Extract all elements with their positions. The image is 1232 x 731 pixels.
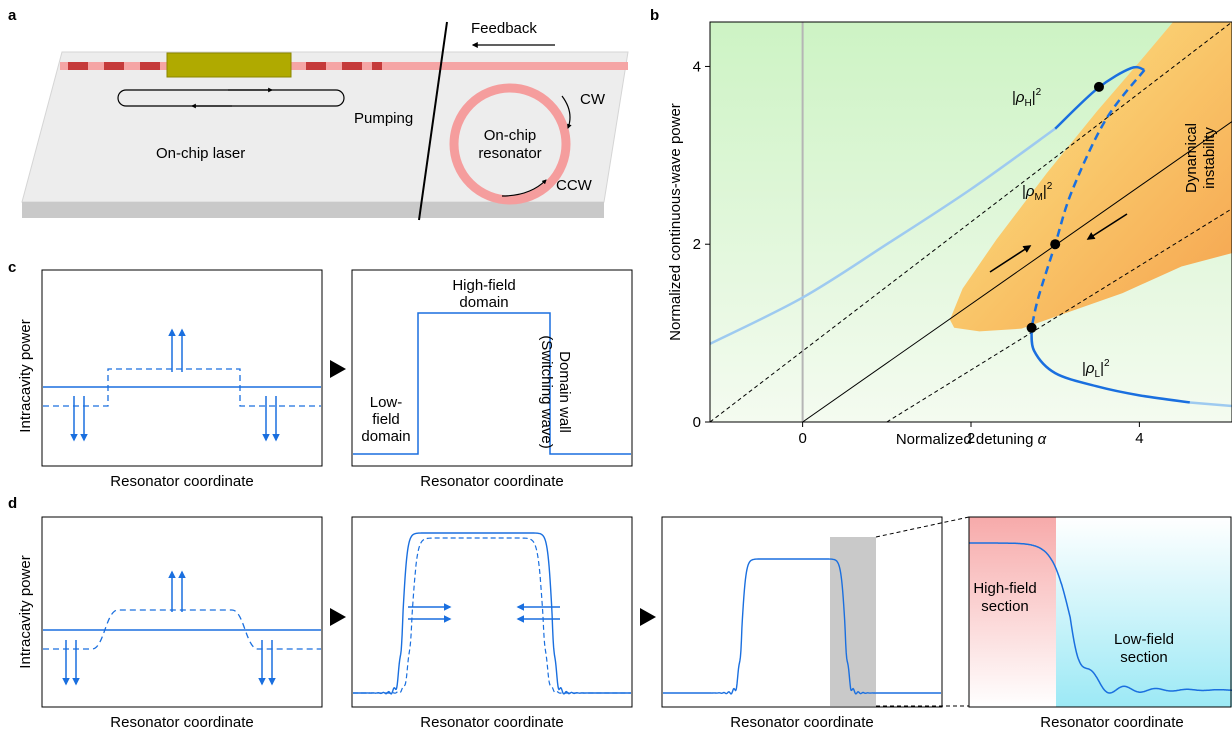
d2-dashed-profile	[353, 537, 631, 694]
d1-perturbation	[43, 609, 321, 650]
ylabel-d: Intracavity power	[17, 555, 34, 668]
d1-arrows	[62, 570, 276, 686]
panel-label-d: d	[8, 495, 17, 512]
xlabel-b: Normalized detuning α	[896, 431, 1047, 448]
xlabel-d3: Resonator coordinate	[730, 714, 873, 731]
point-rho-h	[1093, 81, 1104, 92]
guide-line-dashed-lower	[886, 208, 1232, 422]
flow-arrow-up	[989, 245, 1032, 273]
panel-c: c Intracavity power Resonator coordinate…	[8, 259, 633, 490]
zoom-connector-top	[875, 516, 970, 538]
d2-arrows	[408, 603, 560, 623]
x-tick-label: 0	[798, 430, 806, 447]
axes-frame-c2	[351, 269, 633, 467]
xlabel-d1: Resonator coordinate	[110, 714, 253, 731]
series-rho-h-light	[710, 127, 1056, 345]
svg-text:Domain wall: Domain wall	[556, 351, 573, 433]
series-rho-m	[1030, 69, 1146, 329]
instability-region	[949, 22, 1232, 332]
chip-side-surface	[22, 202, 604, 218]
xlabel-c1: Resonator coordinate	[110, 473, 253, 490]
y-tick-label: 2	[693, 236, 701, 253]
panel-a: a Pumping On-chip laser Feedback On-chip…	[8, 7, 629, 221]
c1-perturbation	[43, 368, 321, 407]
point-rho-m	[1050, 239, 1061, 250]
svg-text:instability: instability	[1201, 127, 1218, 189]
axis-ticks-b: 0 2 4 0 2 4	[693, 58, 1144, 447]
xlabel-d2: Resonator coordinate	[420, 714, 563, 731]
ccw-arrow	[501, 179, 547, 197]
xlabel-d4: Resonator coordinate	[1040, 714, 1183, 731]
chip-top-surface	[21, 51, 629, 203]
arrow-head-d1	[330, 608, 346, 626]
y-tick-label: 0	[693, 414, 701, 431]
on-chip-laser-label: On-chip laser	[156, 145, 245, 162]
d3-zoom-region	[830, 537, 876, 706]
panel-b: b |ρH|2 |ρM|2 |ρL|2 Dynamical instabili	[650, 7, 1232, 448]
gain-section	[166, 52, 292, 78]
axes-frame-d2	[351, 516, 633, 708]
series-rho-l	[1030, 327, 1191, 404]
axes-frame-c1	[41, 269, 323, 467]
arrow-head-d2	[640, 608, 656, 626]
axes-frame-d4	[968, 516, 1232, 708]
ring-resonator	[449, 83, 571, 205]
chip-boundary-line	[418, 21, 448, 221]
series-rho-l-light	[1189, 401, 1232, 408]
instability-label: Dynamical instability	[1183, 123, 1218, 193]
d4-high-section-line2: section	[981, 598, 1029, 615]
d2-solid-profile	[353, 532, 631, 695]
d4-high-section-line1: High-field	[973, 580, 1036, 597]
panel-d: d Intracavity power Resonator coordinate…	[8, 495, 1232, 731]
c2-low-field-line3: domain	[361, 428, 410, 445]
panel-label-a: a	[8, 7, 17, 24]
guide-line-solid	[802, 121, 1232, 422]
c2-domain-profile	[353, 312, 631, 455]
cw-arrow	[561, 95, 572, 129]
axes-frame-d3	[661, 516, 943, 708]
axes-frame-d1	[41, 516, 323, 708]
d4-low-field-region	[1056, 517, 1232, 707]
series-rho-h	[1054, 65, 1145, 130]
guide-line-dashed-upper	[710, 22, 1232, 422]
c2-high-field-line2: domain	[459, 294, 508, 311]
panel-label-b: b	[650, 7, 659, 24]
feedback-label: Feedback	[471, 20, 537, 37]
panel-label-c: c	[8, 259, 16, 276]
x-tick-label: 4	[1135, 430, 1143, 447]
c2-low-field-line1: Low-	[370, 394, 403, 411]
d4-zoomed-profile	[969, 542, 1232, 694]
resonator-label-line2: resonator	[478, 145, 541, 162]
ccw-label: CCW	[556, 177, 593, 194]
label-rho-l: |ρL|2	[1082, 358, 1110, 380]
c2-low-field-line2: field	[372, 411, 400, 428]
arrow-head-c	[330, 360, 346, 378]
bragg-grating-left	[68, 62, 160, 70]
xlabel-c2: Resonator coordinate	[420, 473, 563, 490]
label-rho-h: |ρH|2	[1012, 87, 1042, 109]
c2-high-field-line1: High-field	[452, 277, 515, 294]
flow-arrow-down	[1086, 213, 1128, 240]
svg-text:Dynamical: Dynamical	[1183, 123, 1200, 193]
c2-domain-wall-label: Domain wall (Switching wave)	[538, 335, 573, 448]
ylabel-c: Intracavity power	[17, 319, 34, 432]
pumping-label: Pumping	[354, 110, 413, 127]
c1-arrows	[70, 328, 280, 442]
resonator-label-line1: On-chip	[484, 127, 537, 144]
svg-text:(Switching wave): (Switching wave)	[538, 335, 555, 448]
d4-low-section-line1: Low-field	[1114, 631, 1174, 648]
label-rho-m: |ρM|2	[1022, 181, 1053, 203]
d3-domain-profile	[663, 558, 941, 695]
ylabel-b: Normalized continuous-wave power	[667, 103, 684, 341]
y-tick-label: 4	[693, 58, 701, 75]
cw-label: CW	[580, 91, 606, 108]
point-rho-l	[1026, 322, 1037, 333]
x-tick-label: 2	[967, 430, 975, 447]
bragg-grating-right	[306, 62, 382, 70]
d4-low-section-line2: section	[1120, 649, 1168, 666]
